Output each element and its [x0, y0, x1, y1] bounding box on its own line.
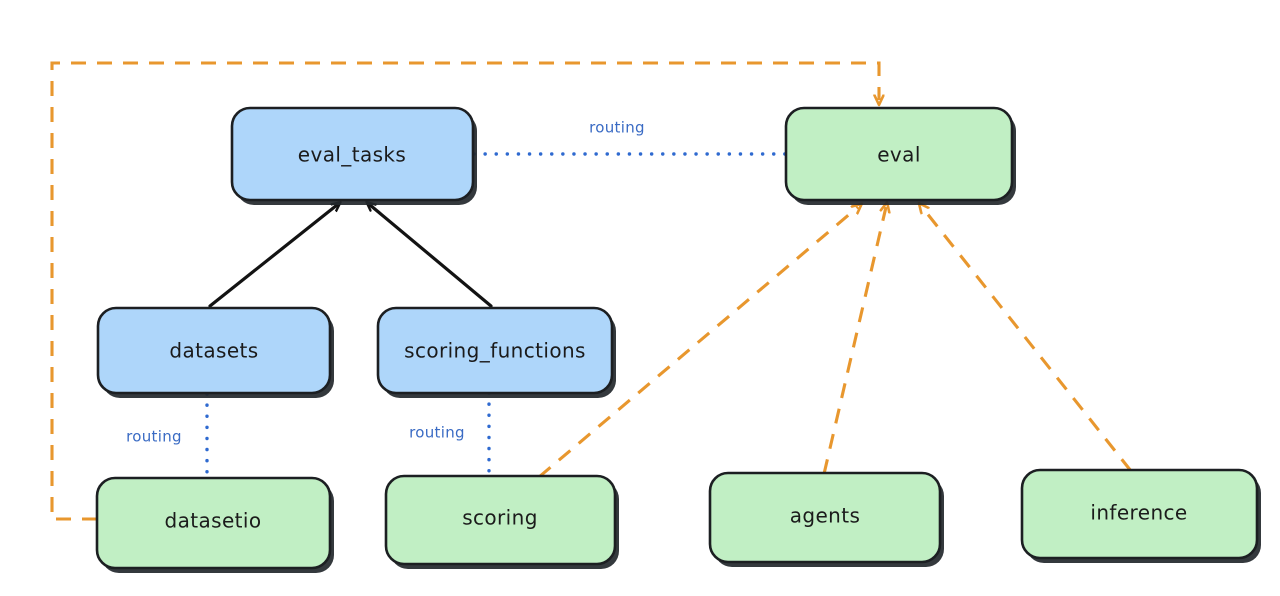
node-agents-body [708, 471, 942, 564]
node-scoring-body [384, 474, 617, 566]
edge-label-routing-datasetio: routing [126, 428, 182, 446]
node-scoring-functions-label: scoring_functions [404, 339, 586, 363]
edge-inference-to-eval [922, 207, 1133, 472]
node-inference-body [1020, 468, 1259, 560]
node-eval-tasks-body [230, 106, 475, 202]
node-agents[interactable]: agents [708, 471, 944, 567]
node-datasets-body [96, 306, 332, 395]
edge-agents-to-eval [822, 207, 886, 475]
node-inference[interactable]: inference [1020, 468, 1261, 563]
edge-scoring-to-eval [537, 207, 858, 479]
edge-scoring-functions-to-eval-tasks [370, 205, 493, 308]
node-datasets-label: datasets [169, 339, 258, 363]
edge-label-layer: routing routing routing [126, 119, 645, 446]
node-eval-label: eval [877, 143, 921, 167]
node-agents-label: agents [790, 504, 861, 528]
node-eval-body [784, 106, 1014, 202]
node-datasets[interactable]: datasets [96, 306, 334, 398]
edge-label-routing-eval: routing [589, 119, 645, 137]
node-scoring-label: scoring [462, 506, 538, 530]
node-eval-tasks[interactable]: eval_tasks [230, 106, 477, 205]
node-eval-tasks-label: eval_tasks [298, 143, 406, 167]
edge-datasets-to-eval-tasks [208, 205, 337, 308]
node-layer: eval_tasks eval datasets scoring_functio… [95, 106, 1261, 573]
edge-layer [50, 61, 1133, 521]
node-eval[interactable]: eval [784, 106, 1016, 205]
edge-label-routing-scoring: routing [409, 424, 465, 442]
node-scoring[interactable]: scoring [384, 474, 619, 569]
node-scoring-functions-body [376, 306, 614, 395]
node-scoring-functions[interactable]: scoring_functions [376, 306, 616, 398]
edge-datasetio-to-eval [50, 61, 879, 521]
node-datasetio-label: datasetio [164, 509, 261, 533]
node-inference-label: inference [1090, 501, 1187, 525]
node-datasetio-body [95, 476, 332, 570]
node-datasetio[interactable]: datasetio [95, 476, 334, 573]
